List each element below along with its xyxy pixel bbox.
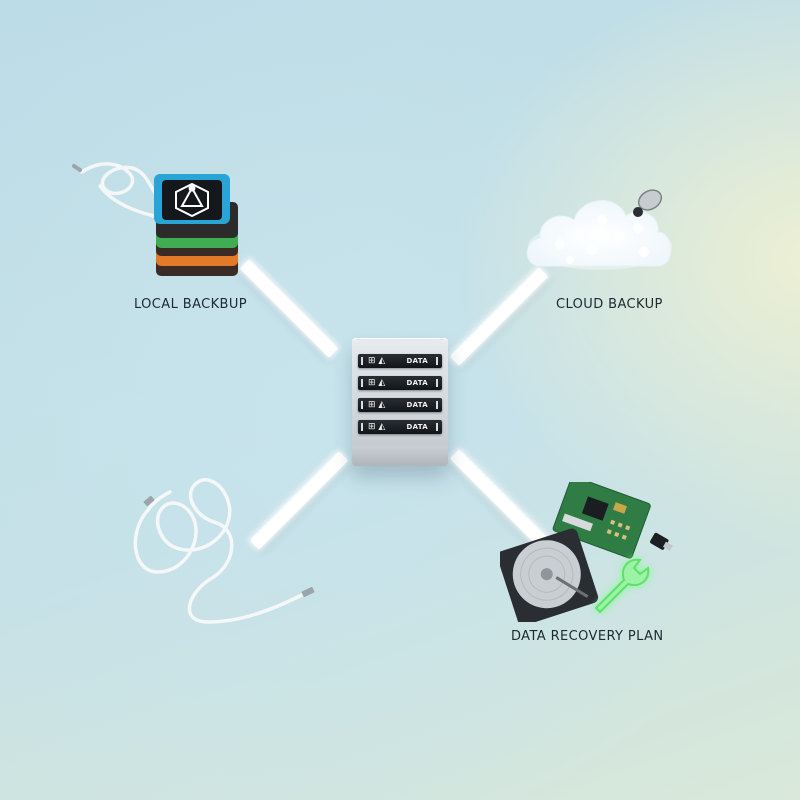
label-local-backup: LOCAL BACKBUP [134,297,248,312]
drive-tag: DATA [406,379,428,387]
drive-icons: ⊞ ◭ [368,378,386,388]
satellite-dish-icon [633,189,663,217]
drive-tag: DATA [406,423,428,431]
usb-connector [143,495,155,507]
data-recovery-kit [500,482,673,622]
server-base [352,446,448,466]
stack-cable [72,162,164,218]
glowing-wrench-icon [594,558,650,614]
drive-icons: ⊞ ◭ [368,356,386,366]
light-bar-top-left [239,259,339,358]
usb-cable-coil-icon [133,478,306,624]
stacked-drive-units [154,174,238,276]
local-backup-stack [72,162,238,276]
usb-stick-icon [650,532,673,551]
drive-tag: DATA [406,357,428,365]
central-server: ⊞ ◭ DATA ⊞ ◭ DATA ⊞ ◭ DATA ⊞ ◭ DATA [352,338,448,466]
server-drive: ⊞ ◭ DATA [358,354,442,368]
drive-icons: ⊞ ◭ [368,422,386,432]
server-drive: ⊞ ◭ DATA [358,376,442,390]
glowing-cloud-lamp-icon [526,200,672,270]
geometric-hexagon-logo-icon [175,182,209,218]
drive-icons: ⊞ ◭ [368,400,386,410]
hard-disk-platter-icon [500,528,599,622]
label-data-recovery-plan: DATA RECOVERY PLAN [511,629,664,644]
label-cloud-backup: CLOUD BACKUP [556,297,663,312]
drive-tag: DATA [406,401,428,409]
usb-cable-coil [133,478,315,624]
cloud-backup-lamp [526,189,672,270]
server-drive: ⊞ ◭ DATA [358,420,442,434]
light-bar-top-right [449,267,549,366]
server-drive: ⊞ ◭ DATA [358,398,442,412]
usb-connector [301,587,315,597]
